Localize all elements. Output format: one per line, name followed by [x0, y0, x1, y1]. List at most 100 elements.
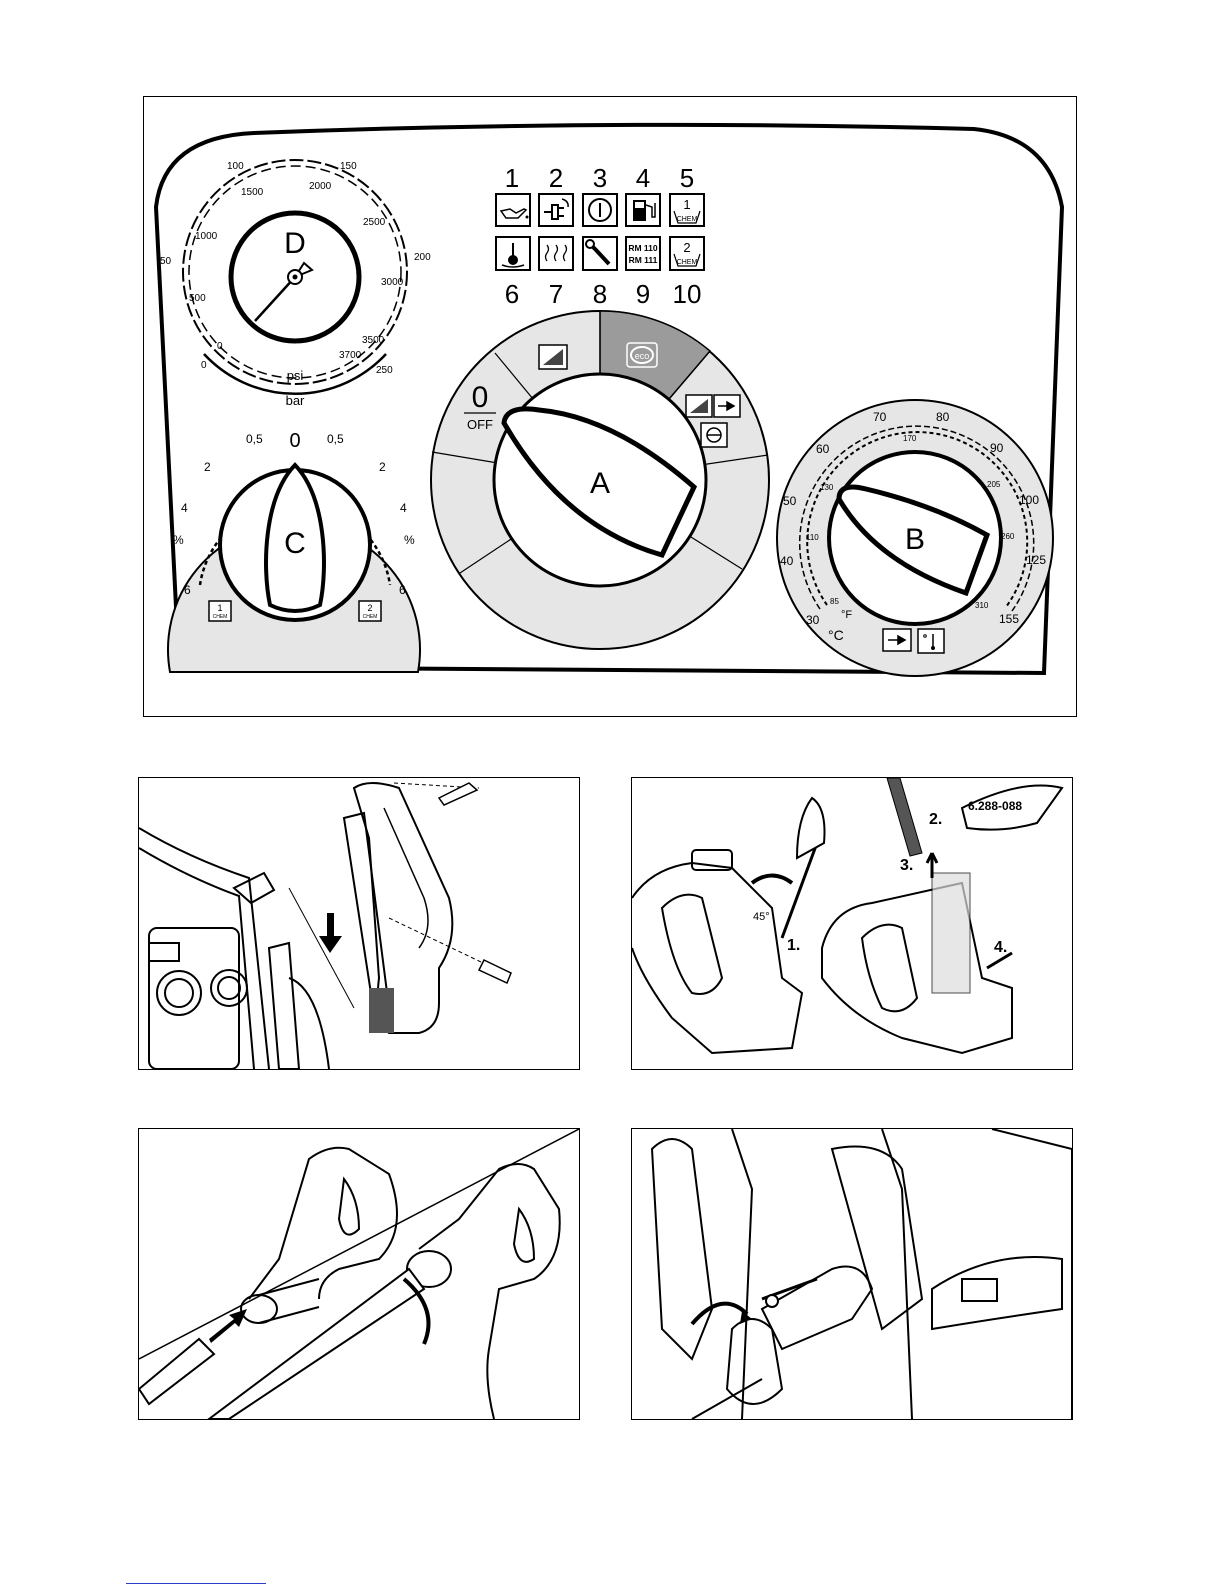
handle-mounting-figure	[138, 777, 580, 1070]
psi-unit-label: psi	[287, 368, 304, 383]
svg-text:CHEM: CHEM	[363, 614, 378, 620]
indicator-number-8: 8	[593, 279, 607, 309]
svg-text:2: 2	[367, 603, 372, 613]
gun-in-holder-drawing	[692, 1267, 872, 1420]
svg-text:CHEM: CHEM	[677, 216, 698, 223]
psi-tick-2500: 2500	[363, 217, 386, 228]
celsius-tick-70: 70	[873, 410, 887, 424]
bar-tick-200: 200	[414, 252, 431, 263]
dial-c-center: 0	[289, 430, 300, 452]
fahrenheit-tick-110: 110	[806, 533, 819, 542]
screw-bottom	[479, 960, 511, 983]
angle-label: 45°	[753, 911, 770, 923]
valve-insert	[932, 873, 970, 993]
machine-housing-drawing	[139, 828, 329, 1069]
chem-1-tank-icon: 1 CHEM	[670, 194, 704, 226]
part-number-label: 6.288-088	[968, 799, 1022, 813]
svg-text:RM 110: RM 110	[628, 243, 658, 253]
rotate-arrow-icon	[752, 876, 792, 884]
bracket-block	[369, 988, 394, 1033]
step-4-label: 4.	[994, 939, 1007, 956]
rm-softener-icon: RM 110 RM 111	[626, 237, 660, 270]
celsius-tick-90: 90	[990, 441, 1004, 455]
svg-text:RM 111: RM 111	[629, 255, 658, 265]
psi-tick-1500: 1500	[241, 187, 264, 198]
psi-tick-500: 500	[189, 293, 206, 304]
dial-c-right-pct: %	[404, 533, 415, 547]
temperature-sensor-icon	[496, 237, 530, 270]
dial-c-right-4: 4	[400, 501, 407, 515]
oil-can-icon	[496, 194, 530, 226]
bar-tick-250: 250	[376, 365, 393, 376]
gun-right-drawing	[822, 883, 1012, 1053]
bar-tick-100: 100	[227, 161, 244, 172]
bar-tick-0: 0	[201, 360, 207, 371]
gun-left-drawing	[632, 850, 802, 1053]
celsius-unit: °C	[828, 627, 844, 643]
gun-holder-drawing	[344, 783, 452, 1033]
svg-text:CHEM: CHEM	[677, 259, 698, 266]
bottom-link-underline	[126, 1583, 266, 1584]
trigger-lock-figure: 45° 1. 6.288-088 2. 3. 4.	[631, 777, 1073, 1070]
psi-tick-3700: 3700	[339, 350, 362, 361]
temperature-dial-b[interactable]: B 30 40 50 60 70 80 90 100 125 155 85 11…	[777, 400, 1053, 676]
celsius-tick-50: 50	[783, 494, 797, 508]
dial-a-off-number: 0	[472, 381, 489, 414]
indicator-number-5: 5	[680, 163, 694, 193]
indicator-number-2: 2	[549, 163, 563, 193]
dial-c-left-pct: %	[173, 533, 184, 547]
wrench-icon	[583, 237, 617, 270]
fahrenheit-tick-310: 310	[975, 601, 989, 610]
indicator-number-10: 10	[673, 279, 702, 309]
dial-b-thermometer-icon	[918, 629, 944, 653]
dial-a-letter: A	[590, 467, 610, 500]
celsius-tick-155: 155	[999, 612, 1019, 626]
motor-plug-icon	[539, 194, 573, 226]
dial-c-right-2: 2	[379, 460, 386, 474]
fahrenheit-tick-170: 170	[903, 434, 917, 443]
svg-text:1: 1	[217, 603, 222, 613]
lance-attachment-figure	[138, 1128, 580, 1420]
indicator-number-3: 3	[593, 163, 607, 193]
dial-c-left-2: 2	[204, 460, 211, 474]
fuel-pump-icon	[626, 194, 660, 226]
fahrenheit-tick-205: 205	[987, 480, 1001, 489]
dial-b-letter: B	[905, 523, 925, 556]
indicator-number-1: 1	[505, 163, 519, 193]
hose-fitting	[887, 778, 922, 856]
svg-text:CHEM: CHEM	[213, 614, 228, 620]
psi-tick-3000: 3000	[381, 277, 404, 288]
heating-icon	[539, 237, 573, 270]
chem-2-tank-icon: 2 CHEM	[670, 237, 704, 270]
gauge-d-letter: D	[284, 227, 306, 260]
celsius-tick-100: 100	[1019, 493, 1039, 507]
psi-tick-1000: 1000	[195, 231, 218, 242]
indicator-number-6: 6	[505, 279, 519, 309]
lance-top	[139, 1339, 214, 1404]
indicator-number-4: 4	[636, 163, 650, 193]
celsius-tick-60: 60	[816, 442, 830, 456]
step-3-label: 3.	[900, 857, 913, 874]
svg-text:1: 1	[683, 197, 690, 212]
psi-tick-2000: 2000	[309, 181, 332, 192]
celsius-tick-40: 40	[780, 554, 794, 568]
dial-c-right-tank-icon: 2 CHEM	[359, 601, 381, 621]
fahrenheit-tick-85: 85	[830, 597, 839, 606]
bar-tick-50: 50	[160, 256, 172, 267]
bar-unit-label: bar	[286, 393, 305, 408]
selector-dial-a[interactable]: A 0 OFF eco	[431, 311, 769, 649]
celsius-tick-125: 125	[1026, 553, 1046, 567]
dial-c-left-tank-icon: 1 CHEM	[209, 601, 231, 621]
steam-mode-icon	[701, 423, 727, 447]
screwdriver-handle	[797, 798, 825, 858]
dial-c-left-6: 6	[184, 583, 191, 597]
step-2-label: 2.	[929, 811, 942, 828]
gun-holder-figure	[631, 1128, 1073, 1420]
svg-text:eco: eco	[635, 351, 650, 361]
psi-tick-0: 0	[217, 341, 223, 352]
down-arrow-icon	[319, 913, 342, 953]
indicator-number-7: 7	[549, 279, 563, 309]
fahrenheit-unit: °F	[841, 609, 852, 621]
dial-c-left-05: 0,5	[246, 432, 263, 446]
power-on-icon	[583, 194, 617, 226]
